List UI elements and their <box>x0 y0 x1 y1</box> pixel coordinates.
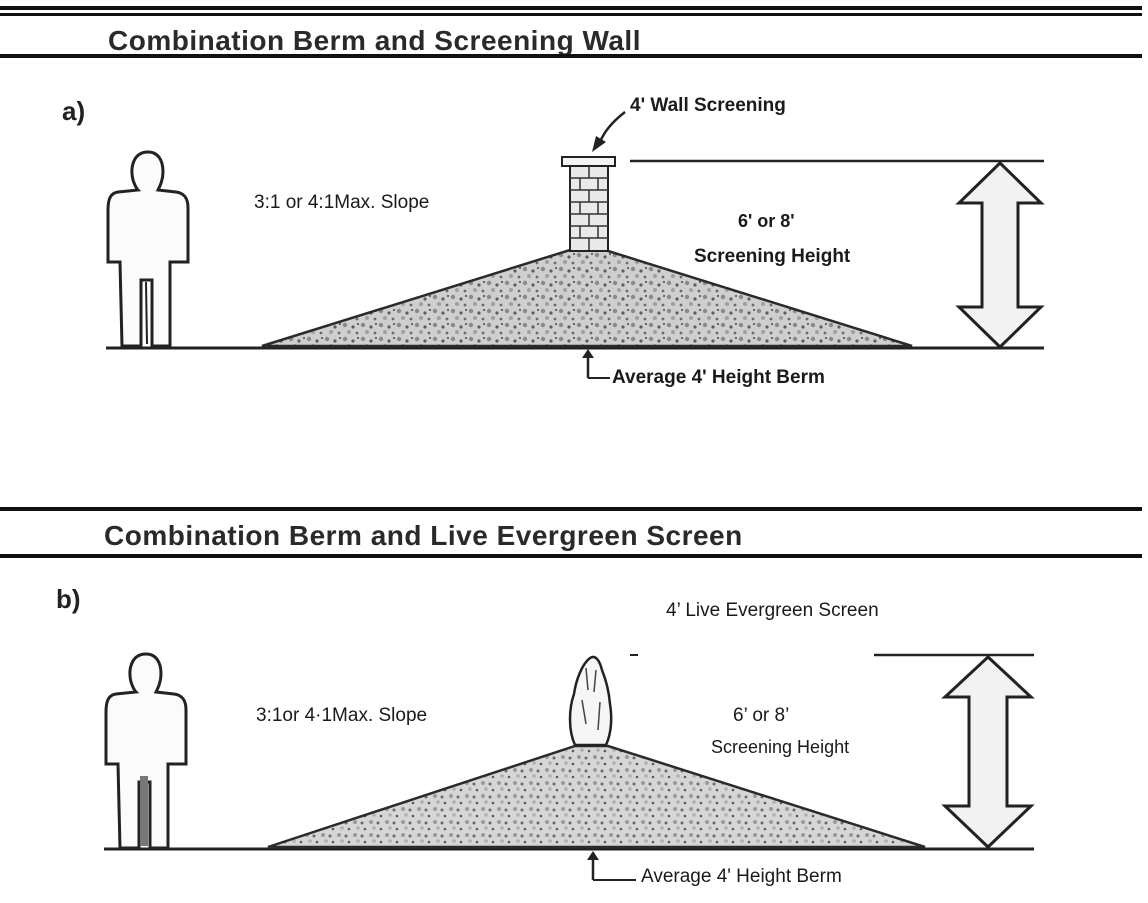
slope-label-b: 3:1or 4·1Max. Slope <box>256 705 427 726</box>
height-double-arrow-b <box>941 654 1035 850</box>
slope-label-a: 3:1 or 4:1Max. Slope <box>254 192 429 213</box>
section-rule-b-top <box>0 507 1142 511</box>
screening-wall-a <box>561 156 616 252</box>
top-double-rule-1 <box>0 6 1142 10</box>
panel-label-a: a) <box>62 96 86 126</box>
wall-leader-arrow-a <box>592 111 626 152</box>
section-title-a: Combination Berm and Screening Wall <box>108 25 641 56</box>
evergreen-label-b: 4’ Live Evergreen Screen <box>666 600 879 621</box>
person-icon-a <box>106 150 190 348</box>
evergreen-texture <box>581 667 601 731</box>
berm-leader-arrow-a <box>582 349 610 379</box>
section-title-b: Combination Berm and Live Evergreen Scre… <box>104 520 743 551</box>
berm-label-b: Average 4' Height Berm <box>641 866 842 887</box>
person-icon-b <box>104 652 188 850</box>
height-double-arrow-a <box>955 160 1045 350</box>
berm-label-a: Average 4' Height Berm <box>612 367 825 388</box>
section-rule-b <box>0 554 1142 558</box>
height-label-line2-a: Screening Height <box>694 246 851 267</box>
wall-label-a: 4' Wall Screening <box>630 95 786 116</box>
diagram-berm-wall: 4' Wall Screening 3:1 or 4:1Max. Slope 6… <box>106 95 1045 388</box>
height-label-line1-a: 6' or 8' <box>738 211 795 231</box>
section-rule-a <box>0 54 1142 58</box>
berm-b <box>267 744 926 849</box>
height-label-line2-b: Screening Height <box>711 737 849 757</box>
panel-label-b: b) <box>56 584 81 614</box>
top-double-rule-2 <box>0 13 1142 16</box>
berm-leader-arrow-b <box>587 851 636 881</box>
evergreen-icon-b <box>568 655 613 747</box>
height-label-line1-b: 6’ or 8’ <box>733 705 789 726</box>
